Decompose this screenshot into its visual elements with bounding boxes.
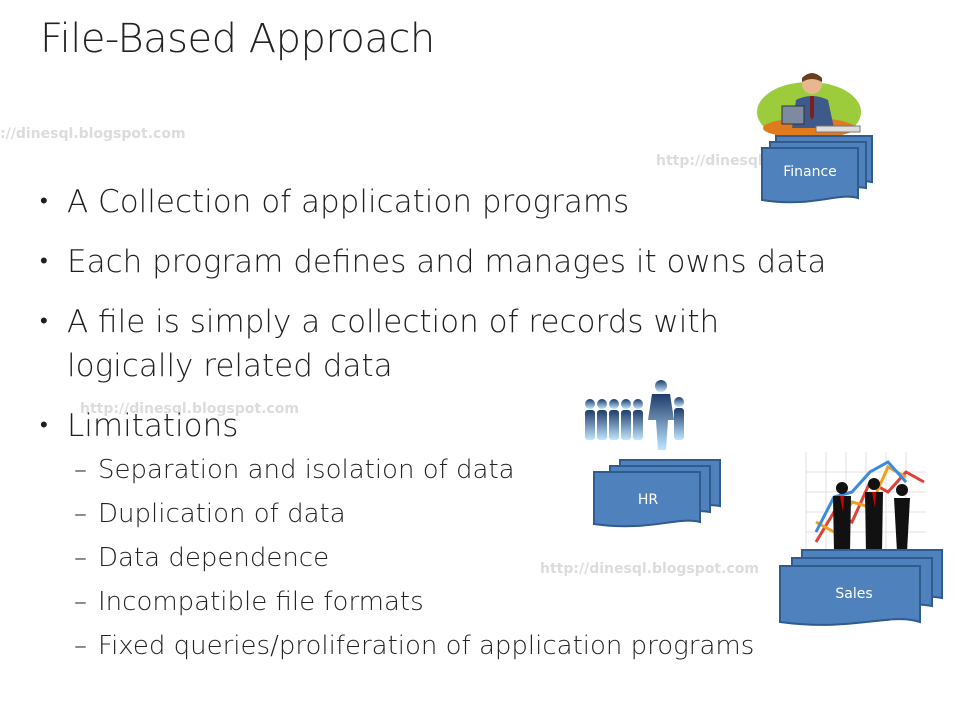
slide-title: File-Based Approach bbox=[40, 16, 435, 62]
dash-glyph: – bbox=[74, 455, 87, 485]
sales-document-stack bbox=[779, 549, 943, 626]
people-group-icon bbox=[585, 380, 684, 450]
bullet-text: Limitations bbox=[67, 408, 239, 444]
bullet-item: • Each program defines and manages it ow… bbox=[40, 240, 900, 284]
watermark-text: ://dinesql.blogspot.com bbox=[0, 126, 186, 142]
sub-bullet-text: Duplication of data bbox=[98, 499, 346, 529]
sales-illustration: Sales bbox=[776, 452, 943, 626]
sales-label: Sales bbox=[835, 586, 873, 602]
hr-document-stack bbox=[593, 459, 721, 528]
finance-label: Finance bbox=[783, 164, 837, 180]
watermark-text: http://dinesql. bbox=[656, 153, 768, 169]
sub-bullet-item: – Data dependence bbox=[40, 536, 900, 580]
finance-illustration: Finance bbox=[752, 66, 882, 206]
dash-glyph: – bbox=[74, 543, 87, 573]
watermark-text: http://dinesql.blogspot.com bbox=[80, 401, 299, 417]
finance-document-stack bbox=[761, 135, 873, 204]
sub-bullet-item: – Incompatible file formats bbox=[40, 580, 900, 624]
bullet-item: • A Collection of application programs bbox=[40, 180, 900, 224]
hr-label: HR bbox=[637, 492, 659, 508]
sub-bullet-text: Separation and isolation of data bbox=[98, 455, 515, 485]
bullet-glyph: • bbox=[40, 413, 48, 438]
sub-bullet-item: – Duplication of data bbox=[40, 492, 900, 536]
sub-bullet-text: Incompatible file formats bbox=[98, 587, 424, 617]
bullet-text: A Collection of application programs bbox=[67, 184, 630, 220]
bullet-glyph: • bbox=[40, 189, 48, 214]
sub-bullet-text: Fixed queries/proliferation of applicati… bbox=[98, 631, 755, 661]
hr-illustration: HR bbox=[584, 380, 721, 528]
bullet-item: • A file is simply a collection of recor… bbox=[40, 300, 900, 388]
dash-glyph: – bbox=[74, 631, 87, 661]
bullet-glyph: • bbox=[40, 249, 48, 274]
dash-glyph: – bbox=[74, 499, 87, 529]
bullet-glyph: • bbox=[40, 309, 48, 334]
dash-glyph: – bbox=[74, 587, 87, 617]
sub-bullet-text: Data dependence bbox=[98, 543, 330, 573]
bullet-text: A file is simply a collection of records… bbox=[67, 304, 720, 340]
sub-bullet-item: – Fixed queries/proliferation of applica… bbox=[40, 624, 900, 668]
sub-bullet-item: – Separation and isolation of data bbox=[40, 448, 900, 492]
bullet-text-continued: logically related data bbox=[67, 348, 393, 384]
watermark-text: http://dinesql.blogspot.com bbox=[540, 561, 759, 577]
bullet-text: Each program defines and manages it owns… bbox=[67, 244, 827, 280]
bullet-item: • Limitations bbox=[40, 404, 900, 448]
bullet-list: • A Collection of application programs •… bbox=[40, 180, 900, 668]
business-team-icon bbox=[805, 452, 926, 552]
finance-person-icon bbox=[757, 73, 861, 142]
